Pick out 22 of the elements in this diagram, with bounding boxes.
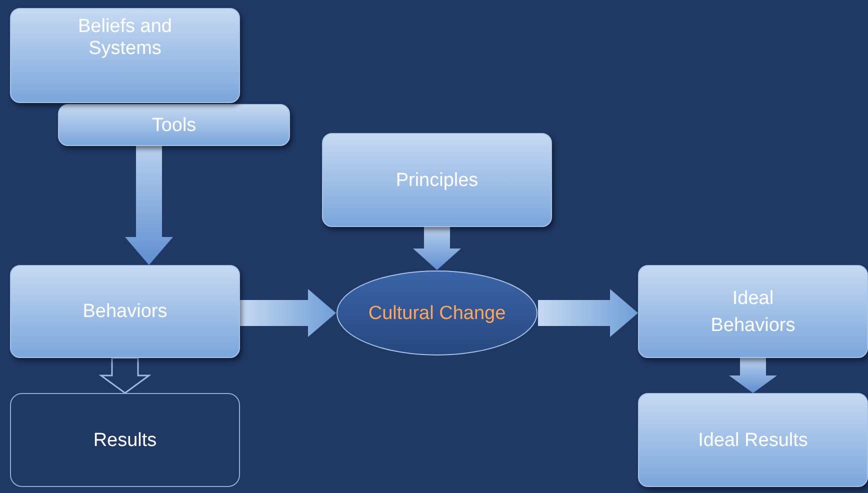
process-box [638,265,868,358]
node-label: Ideal Results [698,428,808,452]
block-arrow [240,289,336,337]
outlined-box [10,393,240,487]
node-label: Behaviors [82,300,168,324]
block-arrow [729,358,777,393]
node-label: Principles [396,168,478,192]
process-box [638,393,868,487]
ellipse-node [336,270,538,356]
block-arrow [538,289,638,337]
node-label: Ideal Behaviors [710,286,796,338]
block-arrow [98,357,152,394]
process-box [10,8,240,103]
block-arrow [125,146,173,265]
node-label: Cultural Change [368,302,506,326]
process-box [322,133,552,227]
node-label: Results [93,428,157,452]
node-label: Beliefs and Systems [76,16,173,60]
process-box [10,265,240,358]
process-box [58,104,290,146]
node-label: Tools [152,114,196,138]
block-arrow [413,227,461,270]
